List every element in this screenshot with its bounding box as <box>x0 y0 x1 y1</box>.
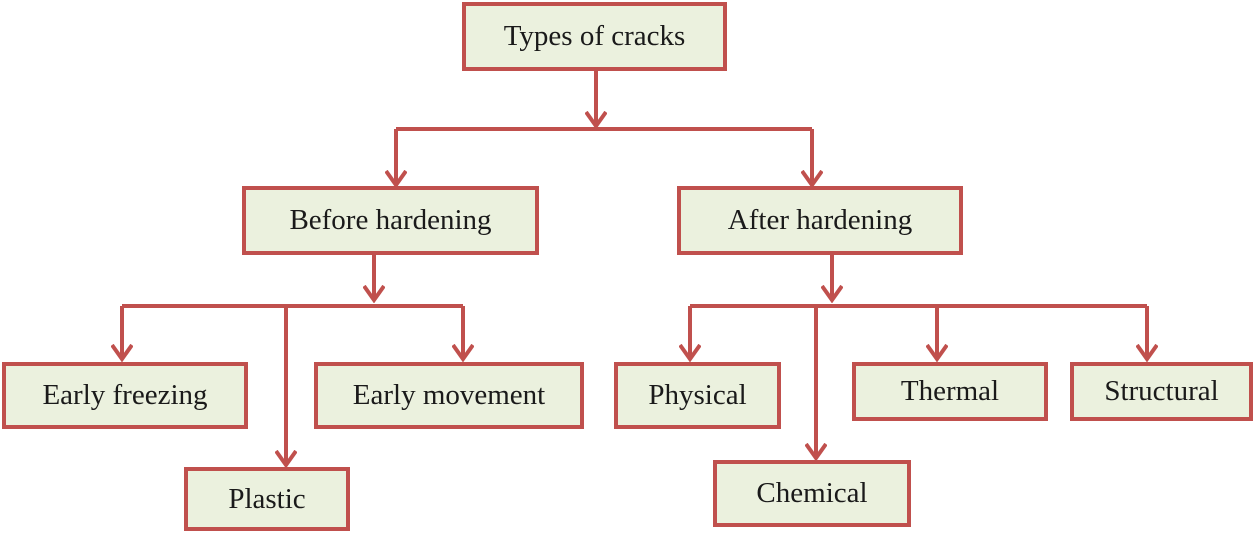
node-before-hardening: Before hardening <box>242 186 539 255</box>
node-early-movement: Early movement <box>314 362 584 429</box>
node-after-hardening: After hardening <box>677 186 963 255</box>
node-early-freezing: Early freezing <box>2 362 248 429</box>
node-physical: Physical <box>614 362 781 429</box>
node-types-of-cracks: Types of cracks <box>462 2 727 71</box>
node-thermal: Thermal <box>852 362 1048 421</box>
node-structural: Structural <box>1070 362 1253 421</box>
node-plastic: Plastic <box>184 467 350 531</box>
node-chemical: Chemical <box>713 460 911 527</box>
